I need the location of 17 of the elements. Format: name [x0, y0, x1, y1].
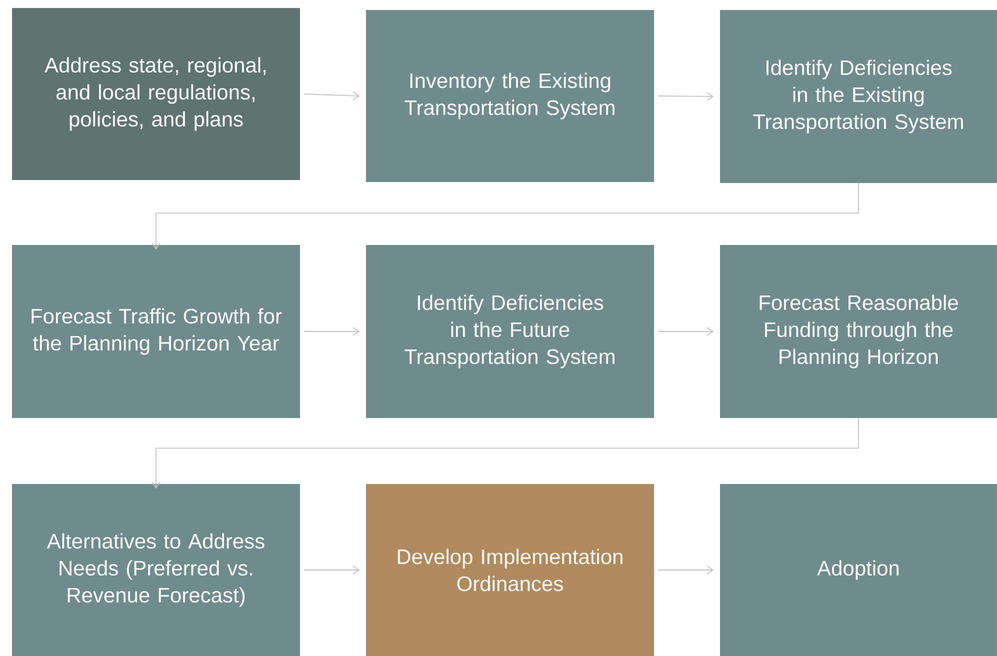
arrow	[304, 91, 360, 100]
arrow	[304, 327, 360, 336]
process-box: Forecast Traffic Growth for the Planning Horizon Year	[12, 245, 300, 418]
process-box: Develop Implementation Ordinances	[366, 484, 654, 656]
arrow	[658, 327, 714, 336]
arrow	[658, 92, 714, 101]
process-box: Identify Deficiencies in the Existing Transportation System	[720, 10, 997, 183]
process-box: Identify Deficiencies in the Future Transportation System	[366, 245, 654, 418]
process-box: Alternatives to Address Needs (Preferred vs. Revenue Forecast)	[12, 484, 300, 656]
arrow	[304, 566, 360, 574]
process-box: Forecast Reasonable Funding through the Planning Horizon	[720, 245, 997, 418]
arrow	[658, 566, 714, 574]
arrow	[152, 182, 859, 250]
process-box: Address state, regional, and local regulations, policies, and plans	[12, 8, 300, 180]
process-box: Inventory the Existing Transportation System	[366, 10, 654, 182]
arrow	[152, 418, 859, 489]
process-box: Adoption	[720, 484, 997, 656]
